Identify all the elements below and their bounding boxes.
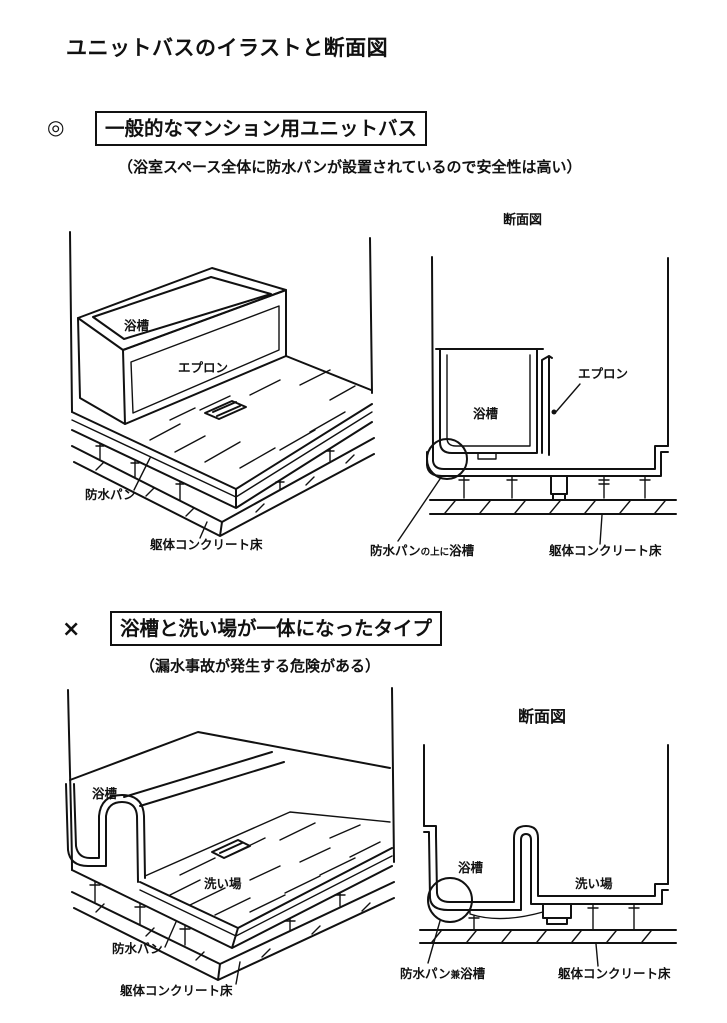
section-1-marker: ◎ [47,115,65,139]
leader-slab [235,961,241,985]
pan-label-tail: 浴槽 [460,966,486,981]
section-1-heading: 一般的なマンション用ユニットバス [95,111,428,146]
detail-circle [427,877,473,923]
slab-hatch [444,500,666,514]
section-label-wash-area: 洗い場 [575,876,613,891]
leader-pan [397,478,441,542]
pan-support-feet [458,476,651,499]
illustration-integrated-unit-bath [65,687,395,985]
label-slab: 躯体コンクリート床 [150,537,263,552]
label-tub: 浴槽 [124,318,150,333]
section-2-view-title: 断面図 [518,707,567,726]
wall-right [391,687,395,863]
shell-upper-surface [435,825,669,903]
drain-pipe [469,909,544,920]
pan-upper [432,445,669,470]
floor-back-line [285,355,372,391]
section-label-tub: 浴槽 [473,406,499,421]
leader-pan [133,457,151,491]
floor-texture [149,369,356,469]
tub-shell-upper [73,783,146,879]
floor-texture [169,822,381,916]
pan-label-main: 防水パン [400,966,451,981]
section-label-apron: エプロン [578,366,629,381]
leader-slab [199,521,208,539]
support-feet [89,881,346,946]
partition-ridge [123,751,285,807]
section-1-view-title: 断面図 [503,213,543,228]
apron-panel [541,355,553,456]
slab-hatch [95,454,355,517]
label-wash-area: 洗い場 [204,876,242,891]
tub-drain-outlet [477,452,497,460]
tub-top-inner [92,276,272,340]
section-label-pan: 防水パン兼浴槽 [400,966,486,981]
floor-drain [550,475,568,501]
section-2-note: （漏水事故が発生する危険がある） [140,657,381,675]
section-label-slab: 躯体コンクリート床 [549,543,662,558]
support-feet [468,904,640,930]
back-top-edge [69,731,391,781]
tub-top-outer [77,267,287,351]
floor-drain [211,839,251,859]
pan-support-feet [95,443,335,501]
floor-back-line [144,811,391,877]
label-slab: 躯体コンクリート床 [120,983,233,998]
floor-drain [542,903,572,925]
pan-label-joiner: 兼 [450,970,461,981]
section-label-slab: 躯体コンクリート床 [558,966,671,981]
section-label-tub: 浴槽 [458,860,484,875]
tub-outer [439,348,538,454]
unit-bottom [71,865,393,949]
leader-slab [599,514,603,545]
shell-lower-surface [428,833,669,911]
page-title: ユニットバスのイラストと断面図 [66,36,389,60]
label-pan: 防水パン [85,487,136,502]
slab-hatch [95,902,371,961]
label-tub: 浴槽 [92,786,118,801]
wall-left [431,256,434,449]
tub-shell-lower [65,783,139,883]
wall-left [67,689,73,871]
leader-slab [595,943,599,967]
apron-inner-border [130,305,280,414]
pan-label-joiner: の上に [420,547,450,558]
slab-bottom [73,897,395,981]
section-1-note: （浴室スペース全体に防水パンが設置されているので安全性は高い） [118,158,582,176]
floor-drain [204,400,247,420]
illustration-standard-unit-bath [69,231,375,539]
label-apron: エプロン [178,360,229,375]
pan-label-tail: 浴槽 [449,543,475,558]
detail-circle [426,438,468,480]
section-2-marker: × [62,617,81,642]
slab-hatch [431,930,652,943]
leader-pan [164,921,177,948]
pan-label-main: 防水パン [370,543,421,558]
slab-bottom [73,453,375,537]
tub-left-face [77,317,126,425]
wall-notch [423,825,437,837]
leader-apron [554,383,581,414]
tub-inner [446,354,531,447]
wall-left [69,231,73,413]
label-pan: 防水パン [112,941,163,956]
section-2-heading: 浴槽と洗い場が一体になったタイプ [110,611,443,646]
section-view-integrated-unit-bath [419,744,677,967]
section-view-standard-unit-bath [397,256,677,545]
section-label-pan: 防水パンの上に浴槽 [370,543,475,558]
wall-right [369,237,373,394]
leader-pan [427,920,441,964]
